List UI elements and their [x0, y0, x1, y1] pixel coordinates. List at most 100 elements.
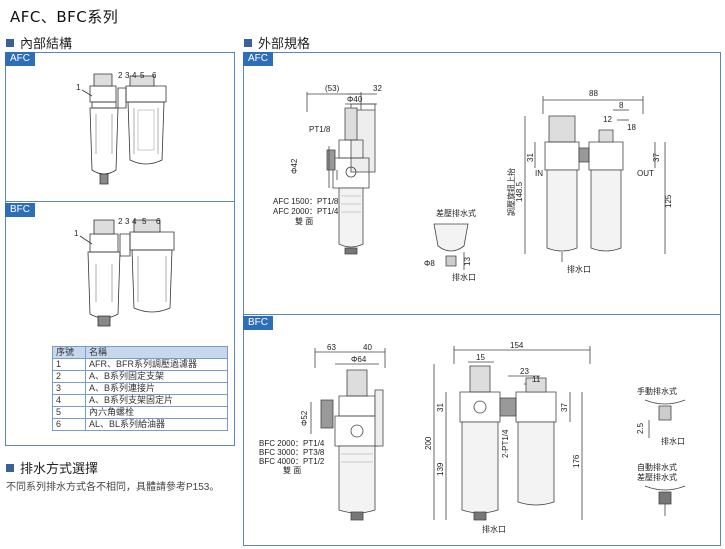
dim-label: AFC 1500：PT1/8: [273, 197, 339, 206]
callout-label: 3: [125, 71, 130, 80]
bfc-tag: BFC: [243, 316, 273, 330]
dim-label: Φ64: [351, 355, 367, 364]
table-cell: A、B系列固定支架: [85, 370, 228, 383]
dim-label: BFC 4000：PT1/2: [259, 457, 325, 466]
bfc-combo-drawing: 154 15 23 11 31 200 139 2-PT1/4 37 176 排…: [424, 341, 591, 534]
dim-label: 雙 面: [295, 216, 313, 226]
drain-type-label: 手動排水式: [637, 386, 677, 396]
section-title: 排水方式選擇: [20, 462, 99, 477]
dim-label: 139: [436, 462, 445, 476]
dim-label: 176: [572, 454, 581, 468]
dim-label: 88: [589, 89, 598, 98]
bfc-tag: BFC: [5, 203, 35, 217]
dim-label: 200: [424, 436, 433, 450]
dim-label: Φ40: [347, 95, 363, 104]
table-cell: AL、BL系列給油器: [85, 418, 228, 431]
section-title: 內部結構: [20, 37, 73, 52]
port-label: OUT: [637, 169, 654, 178]
bullet-icon: [6, 38, 14, 47]
port-label: IN: [535, 169, 543, 178]
dim-label: 37: [560, 403, 569, 412]
dim-label: 63: [327, 343, 336, 352]
drain-port-label: 排水口: [567, 264, 591, 274]
callout-label: 5: [140, 71, 145, 80]
bfc-internal-drawing: 1 2 3 4 5 6: [74, 217, 175, 327]
dim-label: PT1/8: [309, 125, 331, 134]
dim-label: Φ8: [424, 259, 435, 268]
afc-tag: AFC: [243, 52, 273, 66]
callout-label: 4: [132, 71, 137, 80]
bullet-icon: [6, 463, 14, 472]
dim-label: BFC 3000：PT3/8: [259, 448, 325, 457]
section-header-internal: 內部結構: [6, 33, 72, 52]
dim-label: 31: [436, 403, 445, 412]
table-cell: 1: [52, 358, 86, 371]
table-cell: 3: [52, 382, 86, 395]
drain-port-label: 排水口: [452, 272, 476, 282]
dim-label: Φ42: [290, 158, 299, 174]
table-cell: 內六角螺栓: [85, 406, 228, 419]
callout-label: 4: [132, 217, 137, 226]
callout-label: 1: [74, 229, 79, 238]
dim-label: 2-PT1/4: [501, 429, 510, 458]
table-cell: AFR、BFR系列調壓過濾器: [85, 358, 228, 371]
section-title: 外部規格: [258, 37, 311, 52]
callout-label: 2: [118, 71, 123, 80]
afc-combo-drawing: 88 12 8 18 31 148.5 調壓旋鈕上抬 IN OUT 37 125…: [506, 89, 673, 274]
afc-front-view-drawing: (53) 32 Φ40 PT1/8 Φ42 AFC 1500：PT1/8 AFC…: [273, 84, 382, 255]
dim-label: AFC 2000：PT1/4: [273, 207, 339, 216]
dim-label: 雙 面: [283, 465, 301, 475]
afc-drain-detail: 差壓排水式 Φ8 13 排水口: [424, 208, 476, 282]
drain-port-label: 排水口: [661, 436, 685, 446]
callout-label: 6: [156, 217, 161, 226]
callout-label: 5: [142, 217, 147, 226]
table-cell: 5: [52, 406, 86, 419]
bfc-drain-types-detail: 手動排水式 2.5 排水口 自動排水式 差壓排水式: [636, 386, 686, 516]
page-title: AFC、BFC系列: [10, 8, 119, 26]
dim-label: 154: [510, 341, 524, 350]
callout-label: 2: [118, 217, 123, 226]
callout-label: 6: [152, 71, 157, 80]
dim-label: 11: [532, 375, 541, 384]
table-header-cell: 序號: [52, 346, 86, 359]
drain-type-label: 自動排水式: [637, 462, 677, 472]
section-header-external: 外部規格: [244, 33, 310, 52]
dim-label: 148.5: [515, 181, 524, 202]
afc-internal-drawing: 1 2 3 4 5 6: [76, 71, 167, 185]
dim-label: 8: [619, 101, 624, 110]
dim-label: 2.5: [636, 422, 645, 434]
drain-port-label: 排水口: [482, 524, 506, 534]
dim-label: 13: [463, 257, 472, 266]
callout-label: 3: [125, 217, 130, 226]
dim-label: 18: [627, 123, 636, 132]
drain-note: 不同系列排水方式各不相同，具體請參考P153。: [6, 482, 220, 493]
dim-label: 37: [652, 153, 661, 162]
dim-label: 12: [603, 115, 612, 124]
dim-label: 15: [476, 353, 485, 362]
table-cell: A、B系列支架固定片: [85, 394, 228, 407]
divider: [5, 201, 234, 202]
dim-label: 調壓旋鈕上抬: [506, 168, 516, 216]
table-header-cell: 名稱: [85, 346, 228, 359]
dim-label: 23: [520, 367, 529, 376]
dim-label: Φ52: [300, 410, 309, 426]
dim-label: BFC 2000：PT1/4: [259, 439, 325, 448]
afc-tag: AFC: [5, 52, 35, 66]
table-cell: 4: [52, 394, 86, 407]
section-header-drain: 排水方式選擇: [6, 458, 98, 477]
dim-label: 31: [526, 153, 535, 162]
callout-label: 1: [76, 83, 81, 92]
bullet-icon: [244, 38, 252, 47]
dim-label: 125: [664, 194, 673, 208]
table-cell: 2: [52, 370, 86, 383]
bfc-front-view-drawing: 63 40 Φ64 Φ52 BFC 2000：PT1/4 BFC 3000：PT…: [259, 343, 386, 521]
dim-label: 40: [363, 343, 372, 352]
table-header-row: 序號 名稱: [52, 346, 228, 359]
